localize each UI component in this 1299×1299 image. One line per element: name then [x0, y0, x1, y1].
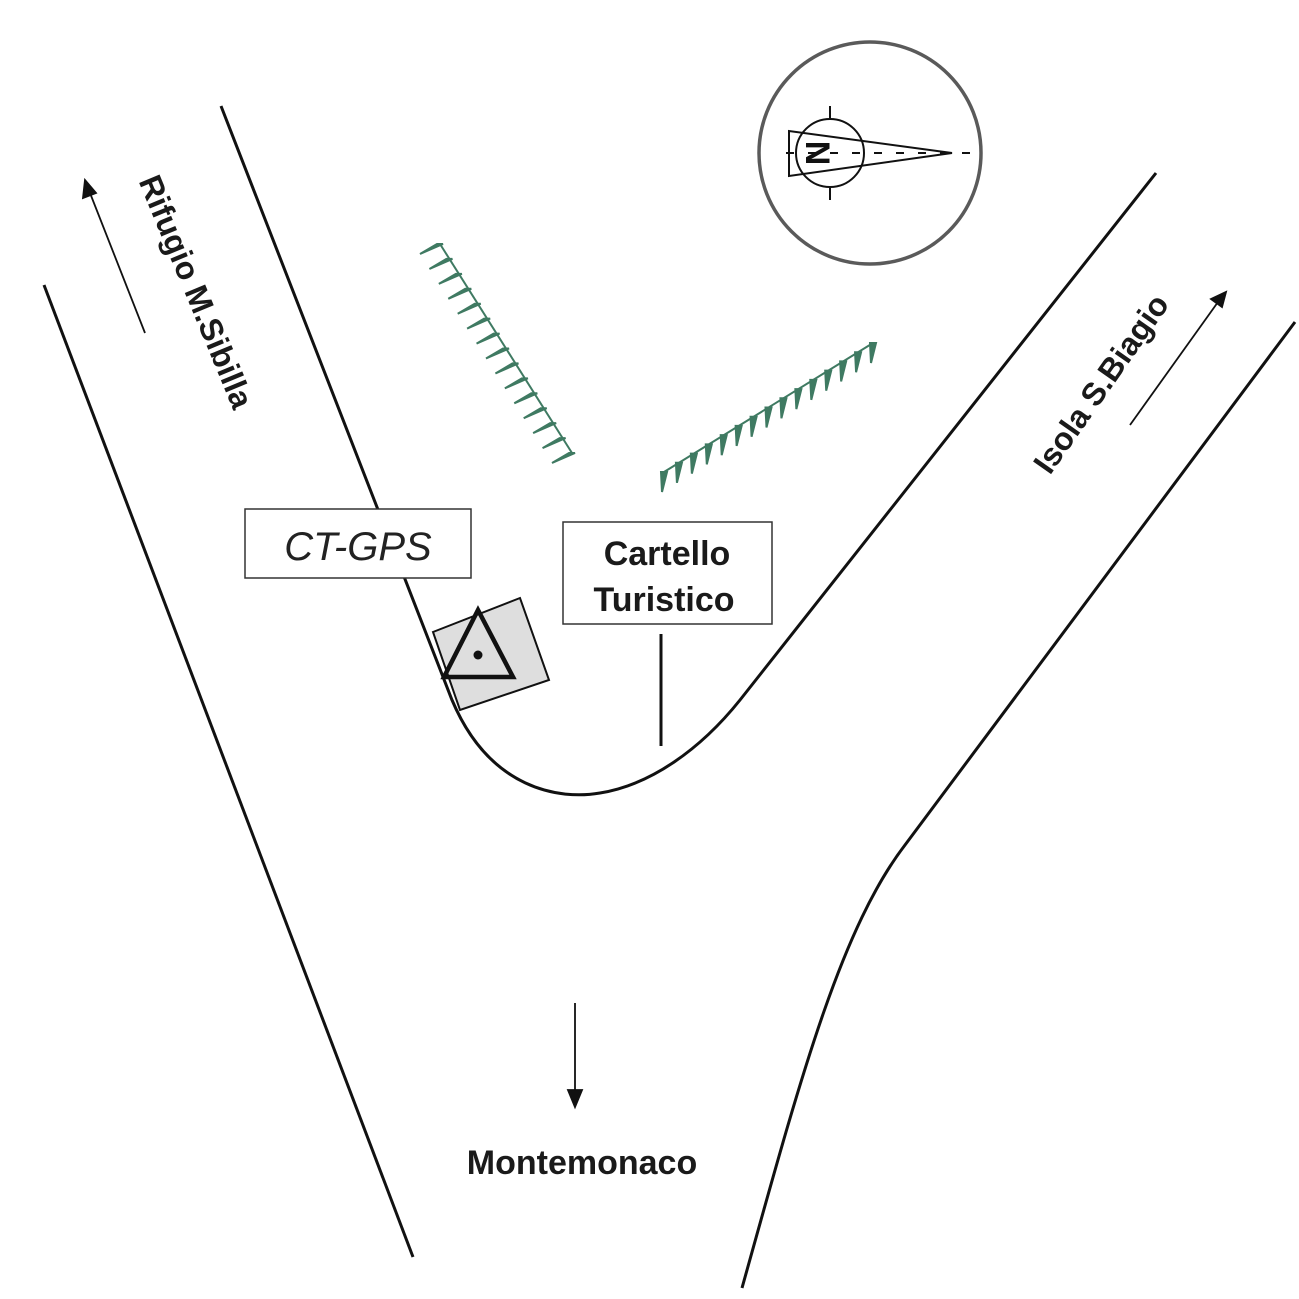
arrow-head-icon — [81, 177, 98, 200]
tree-icon — [868, 342, 878, 364]
tree-rows — [419, 243, 878, 493]
label-rifugio-sibilla: Rifugio M.Sibilla — [132, 170, 261, 414]
tree-icon — [734, 424, 743, 447]
tree-icon — [485, 347, 510, 360]
tree-icon — [854, 351, 863, 373]
roads — [42, 105, 1297, 1289]
tree-icon — [438, 272, 463, 285]
tree-icon — [839, 360, 848, 382]
tree-icon — [494, 362, 519, 375]
tree-icon — [689, 452, 699, 474]
tree-icon — [457, 302, 482, 315]
tree-icon — [719, 434, 728, 456]
tree-icon — [504, 377, 529, 390]
tree-icon — [551, 452, 576, 464]
tree-icon — [466, 317, 491, 330]
tree-icon — [749, 415, 758, 437]
tree-icon — [794, 388, 803, 410]
tree-icon — [532, 422, 557, 435]
tourist-sign-line1: Cartello — [604, 535, 731, 573]
arrow-north-west — [89, 192, 146, 334]
station-monument-box — [431, 596, 551, 712]
tree-icon — [542, 437, 566, 449]
tree-icon — [764, 406, 773, 428]
tree-icon — [447, 287, 472, 300]
tree-icon — [779, 397, 788, 419]
direction-arrows — [81, 177, 1228, 1110]
tree-icon — [419, 243, 444, 255]
tree-icon — [428, 257, 453, 270]
tree-icon — [809, 378, 818, 401]
tree-icon — [704, 443, 714, 465]
triangle-survey-point-icon — [440, 605, 517, 680]
arrow-head-icon — [1209, 290, 1228, 309]
station-label: CT-GPS — [284, 525, 432, 569]
compass-north-letter: N — [798, 141, 836, 166]
arrow-north-east — [1129, 301, 1219, 426]
tourist-sign-box — [562, 521, 773, 625]
tree-icon — [523, 407, 548, 420]
tree-icon — [476, 332, 500, 345]
label-isola-biagio: Isola S.Biagio — [1026, 287, 1176, 480]
tree-icon — [659, 471, 669, 493]
road-left-edge — [42, 284, 415, 1258]
road-right-edge — [740, 321, 1297, 1289]
compass-icon: N — [757, 40, 983, 266]
tree-icon — [674, 461, 684, 484]
station-marker — [431, 596, 551, 712]
tree-icon — [824, 369, 833, 391]
label-montemonaco: Montemonaco — [467, 1144, 697, 1182]
tree-icon — [513, 392, 538, 405]
arrow-head-icon — [566, 1089, 584, 1110]
road-inner-curve — [219, 105, 1158, 797]
tourist-sign-line2: Turistico — [593, 581, 734, 619]
station-label-box — [244, 508, 472, 579]
